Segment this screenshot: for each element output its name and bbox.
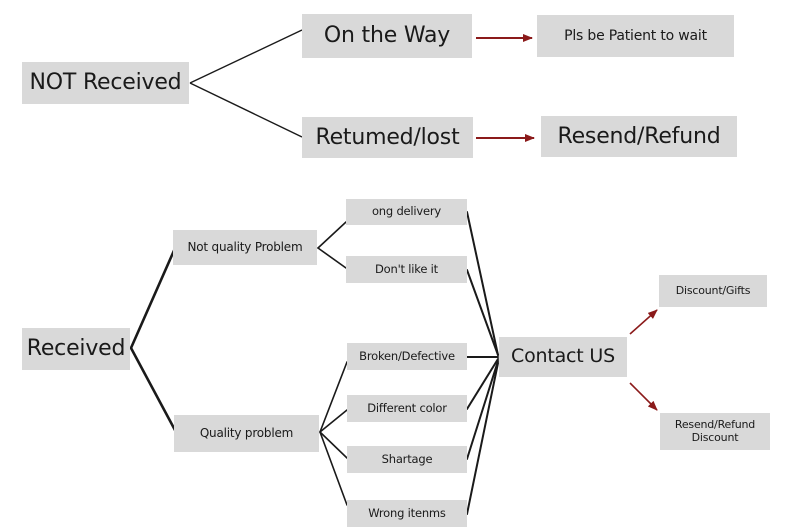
sub-branch-connectors (317, 221, 348, 506)
received-node: Received (22, 328, 130, 370)
connector-quality-to-broken (319, 361, 348, 433)
connector-quality-to-different-color (319, 409, 348, 433)
quality-problem-node: Quality problem (174, 415, 319, 452)
connector-long-delivery-to-contact (466, 211, 499, 356)
resend-refund-discount-node: Resend/Refund Discount (660, 413, 770, 450)
connector-not-received-to-on-the-way (189, 29, 303, 84)
resend-refund-node: Resend/Refund (541, 116, 737, 157)
connector-shortage-to-contact (466, 360, 499, 460)
arrow-contact-to-resend-refund-discount (629, 382, 658, 411)
connector-quality-to-shortage (319, 431, 348, 459)
contact-us-node: Contact US (499, 337, 627, 377)
not-received-connectors (189, 29, 303, 138)
connector-dont-like-to-contact (466, 269, 499, 356)
shortage-node: Shartage (347, 446, 467, 473)
connector-not-quality-to-dont-like (317, 247, 347, 269)
connector-quality-to-wrong-items (319, 431, 348, 506)
returned-lost-node: Retumed/lost (302, 117, 473, 158)
on-the-way-node: On the Way (302, 14, 472, 58)
contact-us-arrows (629, 309, 658, 411)
arrow-contact-to-discount-gifts (629, 309, 658, 335)
resend-refund-discount-line1: Resend/Refund (674, 417, 756, 431)
resend-refund-discount-line2: Discount (691, 430, 739, 444)
wrong-items-node: Wrong itenms (347, 500, 467, 527)
connector-not-received-to-returned-lost (189, 82, 303, 138)
contact-us-connectors (466, 211, 499, 515)
broken-defective-node: Broken/Defective (347, 343, 467, 370)
be-patient-node: Pls be Patient to wait (537, 15, 734, 57)
dont-like-it-node: Don't like it (346, 256, 467, 283)
received-connectors (129, 244, 178, 434)
long-delivery-node: ong delivery (346, 199, 467, 225)
connector-received-to-not-quality (129, 244, 178, 350)
not-received-node: NOT Received (22, 62, 189, 104)
connector-received-to-quality (129, 346, 178, 434)
different-color-node: Different color (347, 395, 467, 422)
not-received-arrows (476, 34, 535, 142)
connector-different-color-to-contact (466, 358, 499, 410)
not-quality-problem-node: Not quality Problem (173, 230, 317, 265)
connector-wrong-items-to-contact (466, 362, 499, 515)
discount-gifts-node: Discount/Gifts (659, 275, 767, 307)
connector-not-quality-to-long-delivery (317, 221, 347, 249)
